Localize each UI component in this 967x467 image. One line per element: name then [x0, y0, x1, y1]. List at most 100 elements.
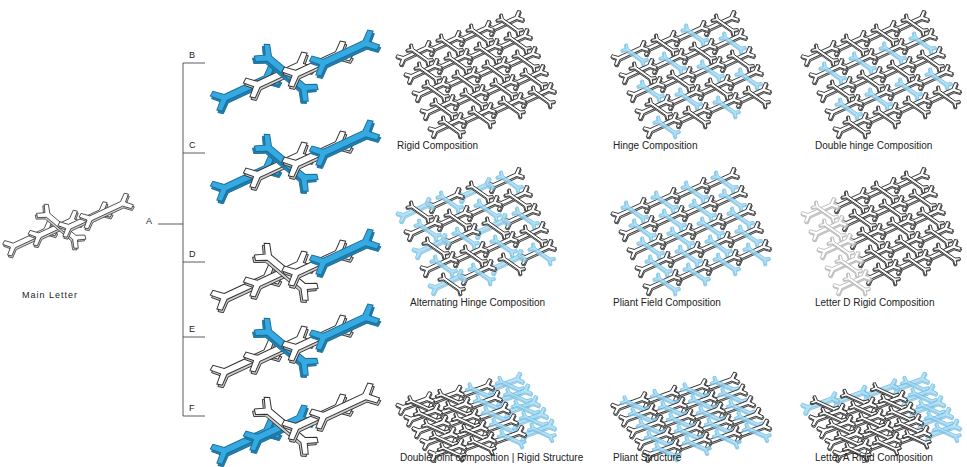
letter-piece [527, 242, 556, 267]
letter-piece [497, 252, 526, 277]
letter-piece [209, 153, 283, 205]
letter-piece [403, 214, 444, 242]
letter-piece [419, 93, 460, 121]
letter-piece [902, 95, 931, 120]
letter-piece [626, 75, 667, 103]
letter-piece [527, 422, 557, 443]
letter-piece [610, 39, 651, 67]
branch-letter: E [189, 324, 195, 334]
composition-grid [610, 166, 773, 296]
composition-grid [610, 9, 773, 139]
letter-piece [682, 435, 712, 456]
letter-piece [652, 115, 681, 140]
letter-piece [2, 219, 59, 259]
letter-figure [209, 302, 382, 389]
caption: Alternating Hinge Composition [410, 297, 545, 309]
letter-piece [932, 85, 961, 110]
letter-figures [2, 9, 963, 467]
composition-grid [800, 371, 963, 463]
letter-piece [932, 242, 961, 267]
caption: Double hinge Composition [815, 140, 932, 152]
letter-piece [209, 63, 283, 115]
letter-piece [816, 75, 857, 103]
letter-piece [800, 39, 841, 67]
letter-piece [800, 196, 841, 224]
letter-piece [634, 93, 675, 121]
letter-piece [467, 262, 496, 287]
letter-piece [642, 268, 683, 296]
letter-piece [618, 57, 659, 85]
letter-piece [626, 232, 667, 260]
caption: Letter D Rigid Composition [815, 297, 935, 309]
composition-grid [800, 9, 963, 139]
branch-bracket [158, 63, 205, 416]
letter-piece [308, 227, 382, 279]
branch-letter: D [189, 249, 196, 259]
branch-letter: B [189, 50, 195, 60]
letter-piece [712, 429, 742, 450]
branch-letter: A [146, 216, 152, 226]
letter-piece [634, 250, 675, 278]
letter-piece [682, 262, 711, 287]
branch-letter: C [189, 140, 196, 150]
letter-piece [872, 262, 901, 287]
letter-piece [824, 250, 865, 278]
letter-piece [209, 337, 283, 389]
composition-grid [800, 166, 963, 296]
caption: Pliant Field Composition [613, 297, 721, 309]
letter-piece [209, 416, 283, 467]
letter-piece [842, 272, 871, 297]
caption: Letter A Rigid Composition [815, 452, 933, 464]
letter-piece [427, 268, 468, 296]
letter-piece [832, 111, 873, 139]
letter-piece [427, 111, 468, 139]
caption: Pliant Structure [613, 452, 681, 464]
composition-grid [610, 371, 773, 463]
letter-piece [308, 28, 382, 80]
letter-piece [712, 252, 741, 277]
letter-figure [209, 28, 382, 115]
letter-piece [403, 57, 444, 85]
letter-piece [78, 192, 135, 232]
letter-piece [816, 232, 857, 260]
letter-piece [808, 57, 849, 85]
letter-piece [497, 95, 526, 120]
letter-piece [395, 196, 436, 224]
letter-piece [618, 214, 659, 242]
letter-piece [437, 115, 466, 140]
caption: Double joint composition | Rigid Structu… [400, 452, 583, 464]
letter-figure [209, 381, 382, 467]
letter-figure [209, 118, 382, 205]
letter-piece [467, 105, 496, 130]
letter-piece [902, 252, 931, 277]
letter-piece [395, 39, 436, 67]
letter-piece [742, 85, 771, 110]
letter-figure [209, 227, 382, 314]
letter-piece [308, 118, 382, 170]
composition-grid [395, 9, 558, 139]
letter-piece [642, 111, 683, 139]
letter-piece [932, 422, 962, 443]
letter-piece [682, 105, 711, 130]
letter-piece [808, 214, 849, 242]
caption: Hinge Composition [613, 140, 698, 152]
composition-grid [395, 371, 558, 463]
letter-piece [419, 250, 460, 278]
letter-piece [497, 429, 527, 450]
letter-piece [437, 272, 466, 297]
letter-piece [842, 115, 871, 140]
letter-figure [2, 192, 136, 260]
letter-piece [652, 272, 681, 297]
letter-piece [209, 262, 283, 314]
letter-piece [411, 75, 452, 103]
letter-piece [610, 196, 651, 224]
letter-piece [308, 381, 382, 433]
letter-piece [832, 268, 873, 296]
letter-piece [872, 105, 901, 130]
letter-piece [902, 429, 932, 450]
caption: Rigid Composition [397, 140, 478, 152]
letter-piece [824, 93, 865, 121]
branch-letter: F [189, 403, 195, 413]
main-letter-label: Main Letter [22, 290, 78, 300]
